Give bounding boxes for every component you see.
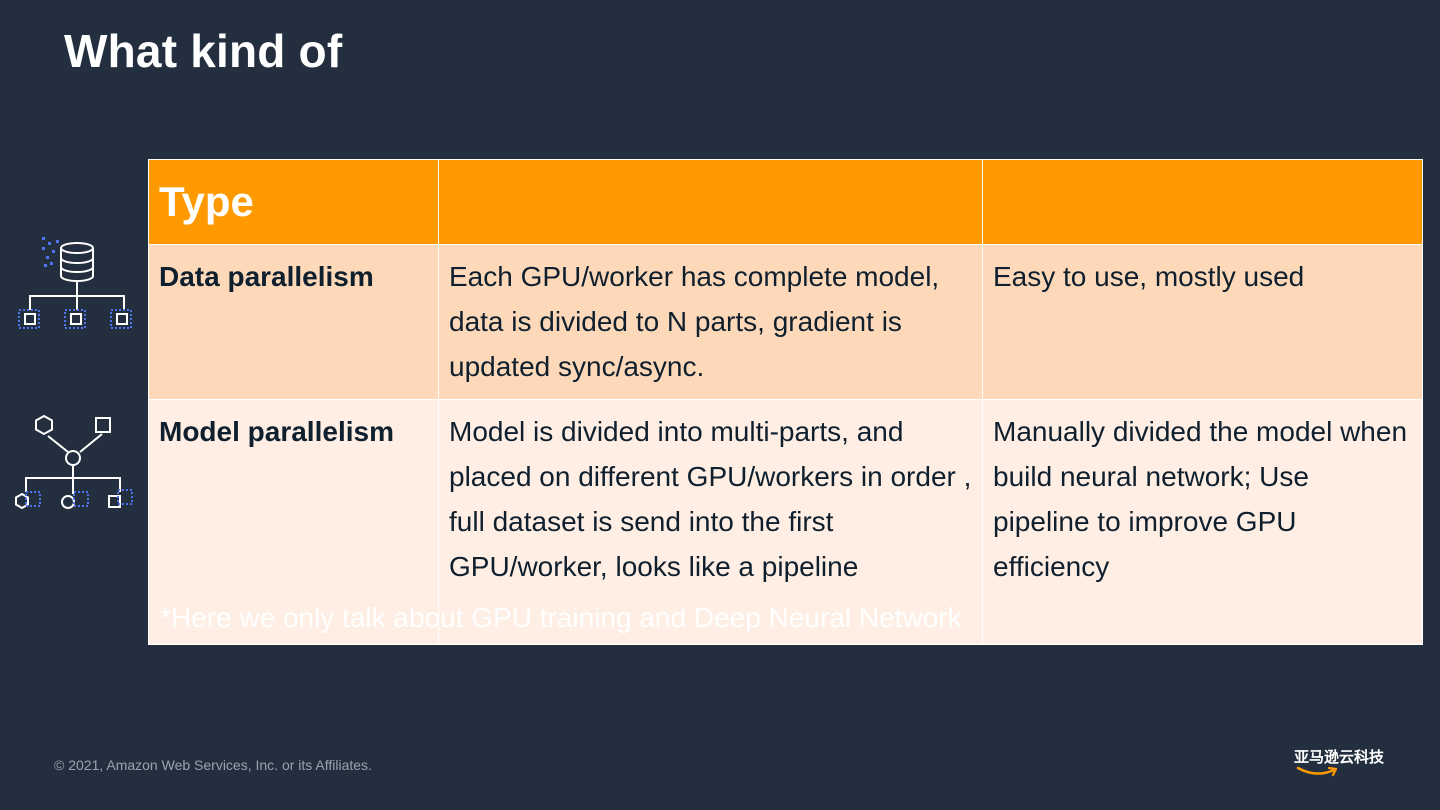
row-type-model-parallelism: Model parallelism (148, 399, 439, 645)
slide-title: What kind of (64, 25, 343, 77)
copyright-text: © 2021, Amazon Web Services, Inc. or its… (54, 757, 372, 773)
model-parallelism-icon (15, 414, 133, 510)
row-notes: Manually divided the model when build ne… (982, 399, 1423, 645)
row-notes: Easy to use, mostly used (982, 244, 1423, 400)
row-description: Each GPU/worker has complete model, data… (438, 244, 983, 400)
header-notes (982, 159, 1423, 245)
table-header-row: Type (148, 159, 1423, 245)
row-description: Model is divided into multi-parts, and p… (438, 399, 983, 645)
table-row: Data parallelism Each GPU/worker has com… (148, 244, 1423, 400)
header-description (438, 159, 983, 245)
data-parallelism-icon (18, 237, 132, 329)
row-type-data-parallelism: Data parallelism (148, 244, 439, 400)
header-type: Type (148, 159, 439, 245)
parallelism-table: Type Data parallelism Each GPU/worker ha… (148, 159, 1423, 645)
footnote: *Here we only talk about GPU training an… (160, 602, 962, 633)
table-row: Model parallelism Model is divided into … (148, 399, 1423, 645)
amazon-smile-logo (1296, 766, 1338, 777)
brand-name: 亚马逊云科技 (1294, 748, 1385, 766)
